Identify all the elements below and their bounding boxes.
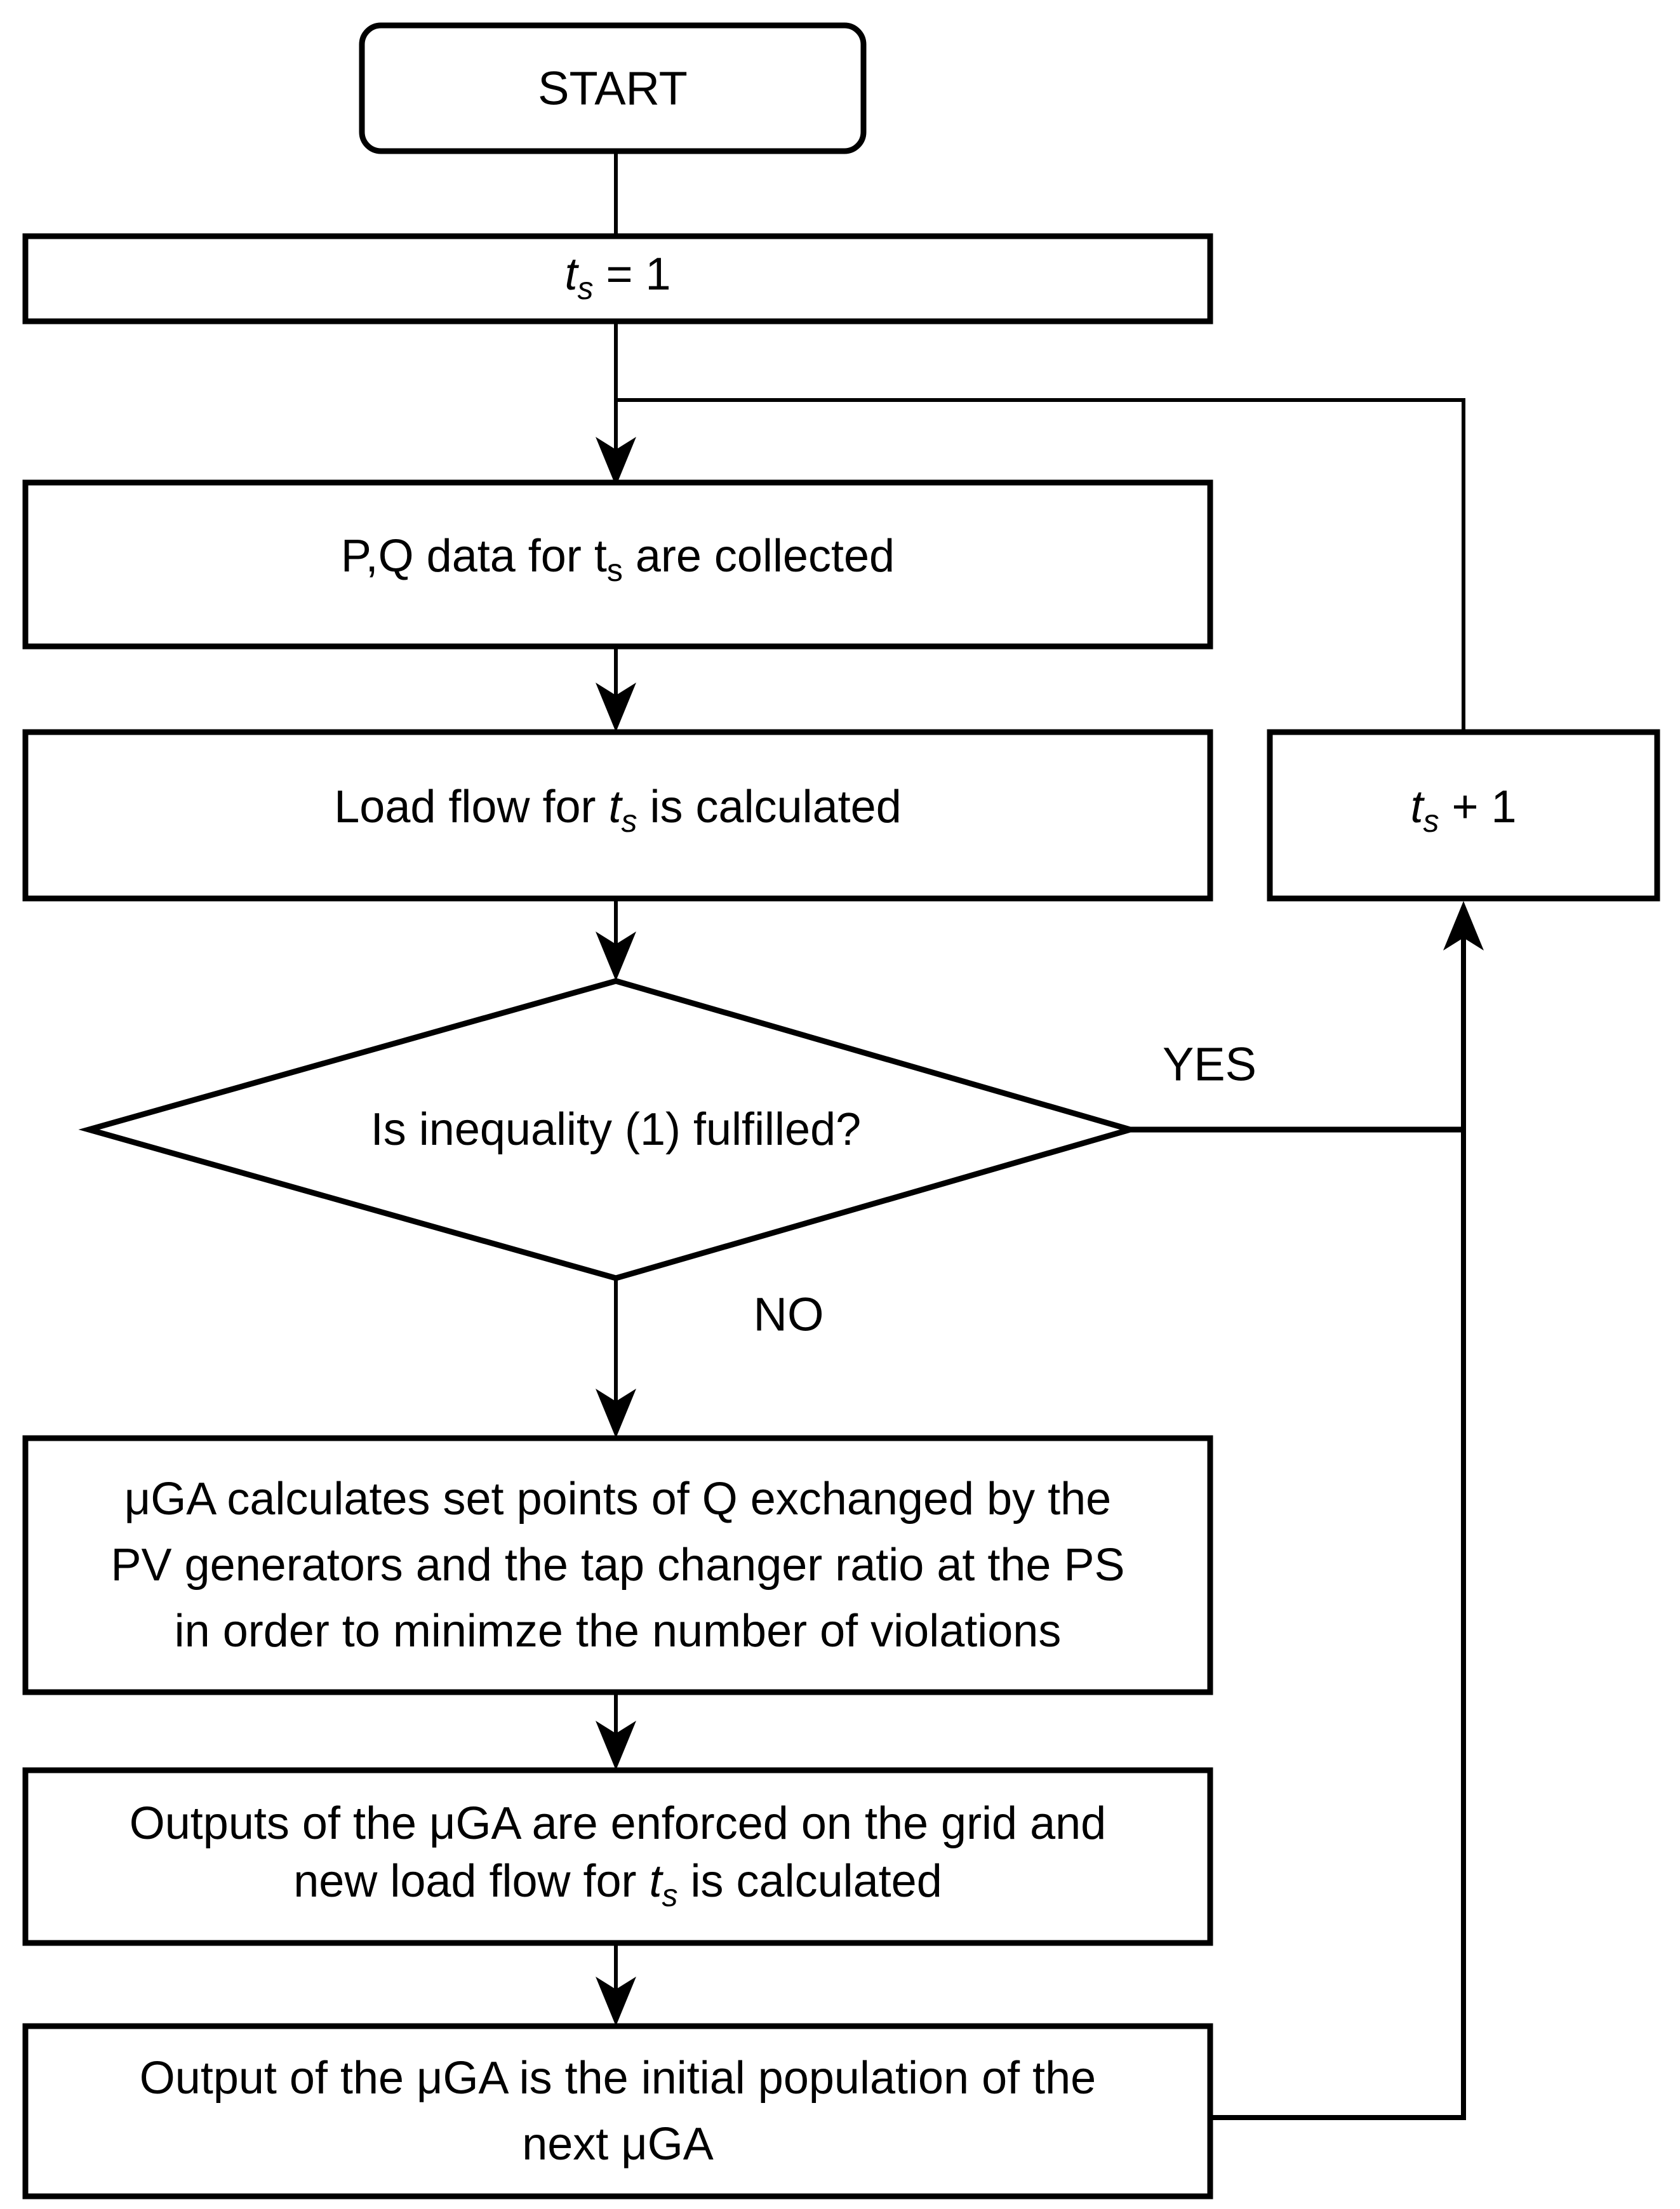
collect-node: P,Q data for ts are collected [22, 479, 1213, 650]
collect-shape [22, 479, 1213, 650]
final-output-line-1: Output of the μGA is the initial populat… [140, 2053, 1096, 2104]
start-node: START [359, 22, 867, 154]
loadflow-label: Load flow for ts is calculated [334, 782, 901, 839]
mga-line-2: PV generators and the tap changer ratio … [110, 1540, 1124, 1591]
set-ts-label: ts = 1 [564, 249, 670, 306]
mga-line-3: in order to minimze the number of violat… [175, 1606, 1062, 1657]
arrowhead-into-collect [596, 437, 636, 486]
set-ts-node: ts = 1 [22, 233, 1213, 324]
enforce-line-2: new load flow for ts is calculated [293, 1856, 942, 1913]
mga-line-1: μGA calculates set points of Q exchanged… [124, 1474, 1111, 1525]
loadflow-shape [22, 729, 1213, 902]
mga-node: μGA calculates set points of Q exchanged… [22, 1435, 1213, 1695]
increment-shape [1267, 729, 1660, 902]
collect-label: P,Q data for ts are collected [341, 531, 895, 588]
edge-loopback-top [616, 398, 1465, 732]
yes-label: YES [1163, 1038, 1257, 1091]
arrowhead-into-mga [596, 1389, 636, 1438]
decision-shape [78, 978, 1141, 1281]
decision-label: Is inequality (1) fulfilled? [371, 1104, 861, 1155]
no-label: NO [754, 1288, 824, 1341]
enforce-shape [22, 1767, 1213, 1946]
edge-feedback-bottom [1210, 938, 1466, 2120]
start-label: START [538, 62, 688, 115]
arrowhead-into-increment [1443, 901, 1484, 951]
final-output-shape [22, 2023, 1213, 2199]
increment-label: ts + 1 [1410, 782, 1516, 839]
decision-node: Is inequality (1) fulfilled? [78, 978, 1141, 1281]
arrowhead-into-loadflow [596, 683, 636, 732]
arrowhead-into-output [596, 1977, 636, 2026]
increment-node: ts + 1 [1267, 729, 1660, 902]
loadflow-node: Load flow for ts is calculated [22, 729, 1213, 902]
mga-shape [22, 1435, 1213, 1695]
set-ts-shape [22, 233, 1213, 324]
arrowhead-into-enforce [596, 1721, 636, 1770]
final-output-node: Output of the μGA is the initial populat… [22, 2023, 1213, 2199]
arrowhead-into-decision [596, 931, 636, 981]
final-output-line-2: next μGA [522, 2119, 714, 2170]
enforce-line-1: Outputs of the μGA are enforced on the g… [130, 1798, 1106, 1849]
enforce-node: Outputs of the μGA are enforced on the g… [22, 1767, 1213, 1946]
start-shape [359, 22, 867, 154]
